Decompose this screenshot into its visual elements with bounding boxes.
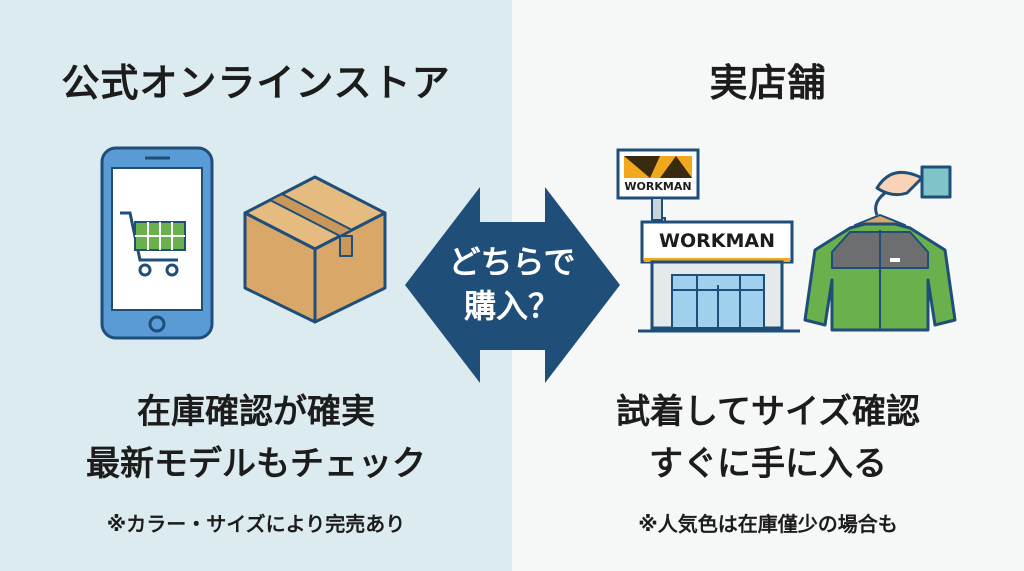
- double-arrow-icon: [405, 187, 620, 383]
- physical-store-title: 実店舗: [709, 61, 827, 105]
- center-line-2: 購入？: [463, 287, 560, 325]
- store-facade-label: WORKMAN: [659, 230, 775, 252]
- store-building-icon: [616, 148, 800, 333]
- online-benefits: 在庫確認が確実 最新モデルもチェック: [0, 386, 512, 490]
- store-pole-sign-label: WORKMAN: [624, 180, 692, 193]
- online-benefit-2: 最新モデルもチェック: [86, 444, 426, 484]
- store-benefit-1: 試着してサイズ確認: [616, 392, 920, 432]
- store-benefits: 試着してサイズ確認 すぐに手に入る: [512, 386, 1024, 490]
- online-store-title: 公式オンラインストア: [61, 61, 451, 105]
- which-to-buy-label: どちらで 購入？: [412, 240, 612, 328]
- center-line-1: どちらで: [448, 243, 576, 281]
- jacket-on-hanger-icon: [803, 165, 957, 332]
- store-benefit-2: すぐに手に入る: [649, 444, 887, 484]
- store-note: ※人気色は在庫僅少の場合も: [638, 512, 898, 536]
- cardboard-box-icon: [243, 175, 387, 324]
- shopping-cart-icon: [120, 211, 186, 277]
- online-note: ※カラー・サイズにより完売あり: [106, 512, 406, 536]
- online-benefit-1: 在庫確認が確実: [137, 392, 375, 432]
